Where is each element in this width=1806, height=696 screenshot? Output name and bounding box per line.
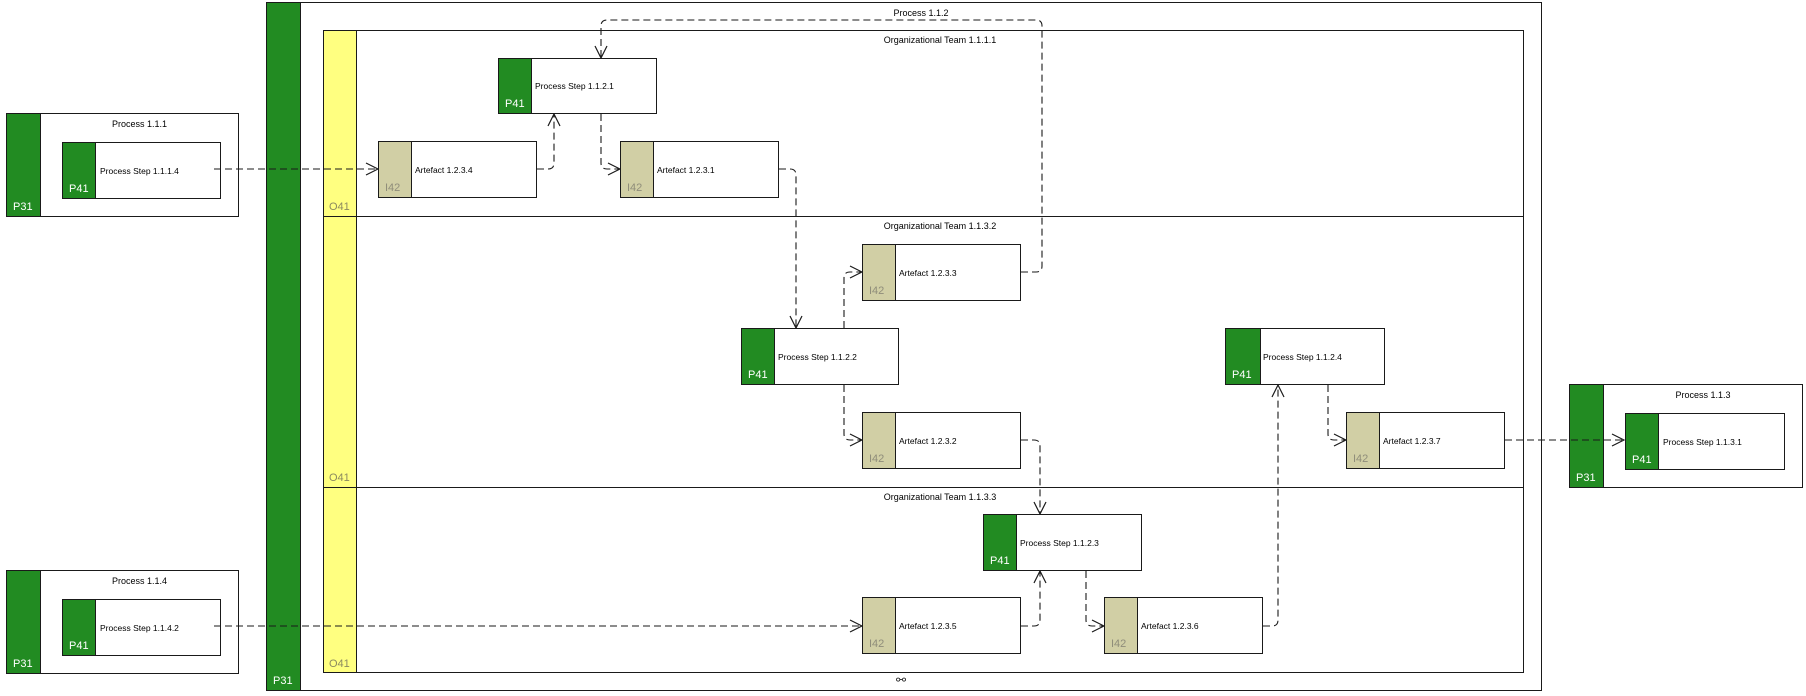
process-code-label: P31 <box>1576 472 1596 484</box>
process-step-color-bar <box>742 329 775 384</box>
artefact-code-label: I42 <box>869 285 885 297</box>
process-step-code-label: P41 <box>505 98 525 110</box>
process-1-1-3-title: Process 1.1.3 <box>1675 390 1731 400</box>
process-1-1-1-color-bar <box>7 114 41 216</box>
artefact-code-label: I42 <box>627 182 643 194</box>
artefact-label: Artefact 1.2.3.7 <box>1383 435 1441 446</box>
artefact-label: Artefact 1.2.3.3 <box>899 267 957 278</box>
process-step-code-label: P41 <box>1632 454 1652 466</box>
process-step-1-1-1-4[interactable]: P41 Process Step 1.1.1.4 <box>62 142 221 199</box>
process-step-label: Process Step 1.1.4.2 <box>100 622 179 633</box>
artefact-label: Artefact 1.2.3.4 <box>415 164 473 175</box>
lane-separator <box>324 216 1523 217</box>
artefact-code-label: I42 <box>1353 453 1369 465</box>
artefact-1-2-3-6[interactable]: I42 Artefact 1.2.3.6 <box>1104 597 1263 654</box>
process-step-1-1-2-1[interactable]: P41 Process Step 1.1.2.1 <box>498 58 657 114</box>
process-step-color-bar <box>499 59 532 113</box>
process-1-1-4-title: Process 1.1.4 <box>111 576 168 586</box>
artefact-color-bar <box>863 598 896 653</box>
lane-code-label: O41 <box>329 472 350 484</box>
process-1-1-1-container[interactable]: P31 Process 1.1.1 P41 Process Step 1.1.1… <box>6 113 239 217</box>
artefact-label: Artefact 1.2.3.6 <box>1141 620 1199 631</box>
process-step-label: Process Step 1.1.1.4 <box>100 165 179 176</box>
lane-code-label: O41 <box>329 201 350 213</box>
process-step-color-bar <box>1626 414 1659 469</box>
process-1-1-3-color-bar <box>1570 385 1604 487</box>
process-step-label: Process Step 1.1.2.1 <box>535 81 614 91</box>
process-code-label: P31 <box>273 675 293 687</box>
artefact-1-2-3-7[interactable]: I42 Artefact 1.2.3.7 <box>1346 412 1505 469</box>
artefact-code-label: I42 <box>869 453 885 465</box>
process-step-color-bar <box>984 515 1017 570</box>
process-step-code-label: P41 <box>748 369 768 381</box>
process-step-label: Process Step 1.1.2.2 <box>778 351 857 362</box>
artefact-label: Artefact 1.2.3.1 <box>657 164 715 175</box>
process-step-1-1-2-2[interactable]: P41 Process Step 1.1.2.2 <box>741 328 899 385</box>
process-step-1-1-3-1[interactable]: P41 Process Step 1.1.3.1 <box>1625 413 1785 470</box>
process-1-1-4-container[interactable]: P31 Process 1.1.4 P41 Process Step 1.1.4… <box>6 570 239 674</box>
artefact-color-bar <box>379 142 412 197</box>
artefact-code-label: I42 <box>869 638 885 650</box>
process-step-label: Process Step 1.1.3.1 <box>1663 436 1742 447</box>
lane-separator <box>324 487 1523 488</box>
process-step-1-1-2-4[interactable]: P41 Process Step 1.1.2.4 <box>1225 328 1385 385</box>
lane-title-team-1-1-3-3: Organizational Team 1.1.3.3 <box>883 492 997 502</box>
artefact-1-2-3-5[interactable]: I42 Artefact 1.2.3.5 <box>862 597 1021 654</box>
artefact-1-2-3-3[interactable]: I42 Artefact 1.2.3.3 <box>862 244 1021 301</box>
lane-title-team-1-1-3-2: Organizational Team 1.1.3.2 <box>883 221 997 231</box>
artefact-1-2-3-2[interactable]: I42 Artefact 1.2.3.2 <box>862 412 1021 469</box>
process-step-color-bar <box>1226 329 1261 384</box>
process-1-1-2-color-bar <box>267 3 301 690</box>
process-step-color-bar <box>63 143 96 198</box>
artefact-code-label: I42 <box>385 182 401 194</box>
process-1-1-1-title: Process 1.1.1 <box>111 119 168 129</box>
process-code-label: P31 <box>13 201 33 213</box>
process-step-code-label: P41 <box>990 555 1010 567</box>
artefact-1-2-3-1[interactable]: I42 Artefact 1.2.3.1 <box>620 141 779 198</box>
process-code-label: P31 <box>13 658 33 670</box>
process-1-1-2-title: Process 1.1.2 <box>893 8 949 18</box>
link-icon[interactable]: ⚯ <box>896 673 907 687</box>
process-step-code-label: P41 <box>69 640 89 652</box>
team-color-bar <box>324 31 357 672</box>
artefact-1-2-3-4[interactable]: I42 Artefact 1.2.3.4 <box>378 141 537 198</box>
process-1-1-3-container[interactable]: P31 Process 1.1.3 P41 Process Step 1.1.3… <box>1569 384 1803 488</box>
artefact-label: Artefact 1.2.3.5 <box>899 620 957 631</box>
artefact-color-bar <box>1347 413 1380 468</box>
process-step-label: Process Step 1.1.2.4 <box>1263 351 1342 362</box>
artefact-color-bar <box>1105 598 1138 653</box>
process-step-code-label: P41 <box>69 183 89 195</box>
lane-code-label: O41 <box>329 658 350 670</box>
process-step-1-1-2-3[interactable]: P41 Process Step 1.1.2.3 <box>983 514 1142 571</box>
artefact-label: Artefact 1.2.3.2 <box>899 435 957 446</box>
lane-title-team-1-1-1-1: Organizational Team 1.1.1.1 <box>883 35 997 45</box>
process-step-code-label: P41 <box>1232 369 1252 381</box>
artefact-color-bar <box>863 413 896 468</box>
artefact-code-label: I42 <box>1111 638 1127 650</box>
process-step-label: Process Step 1.1.2.3 <box>1020 537 1099 548</box>
process-step-color-bar <box>63 600 96 655</box>
process-1-1-4-color-bar <box>7 571 41 673</box>
process-step-1-1-4-2[interactable]: P41 Process Step 1.1.4.2 <box>62 599 221 656</box>
